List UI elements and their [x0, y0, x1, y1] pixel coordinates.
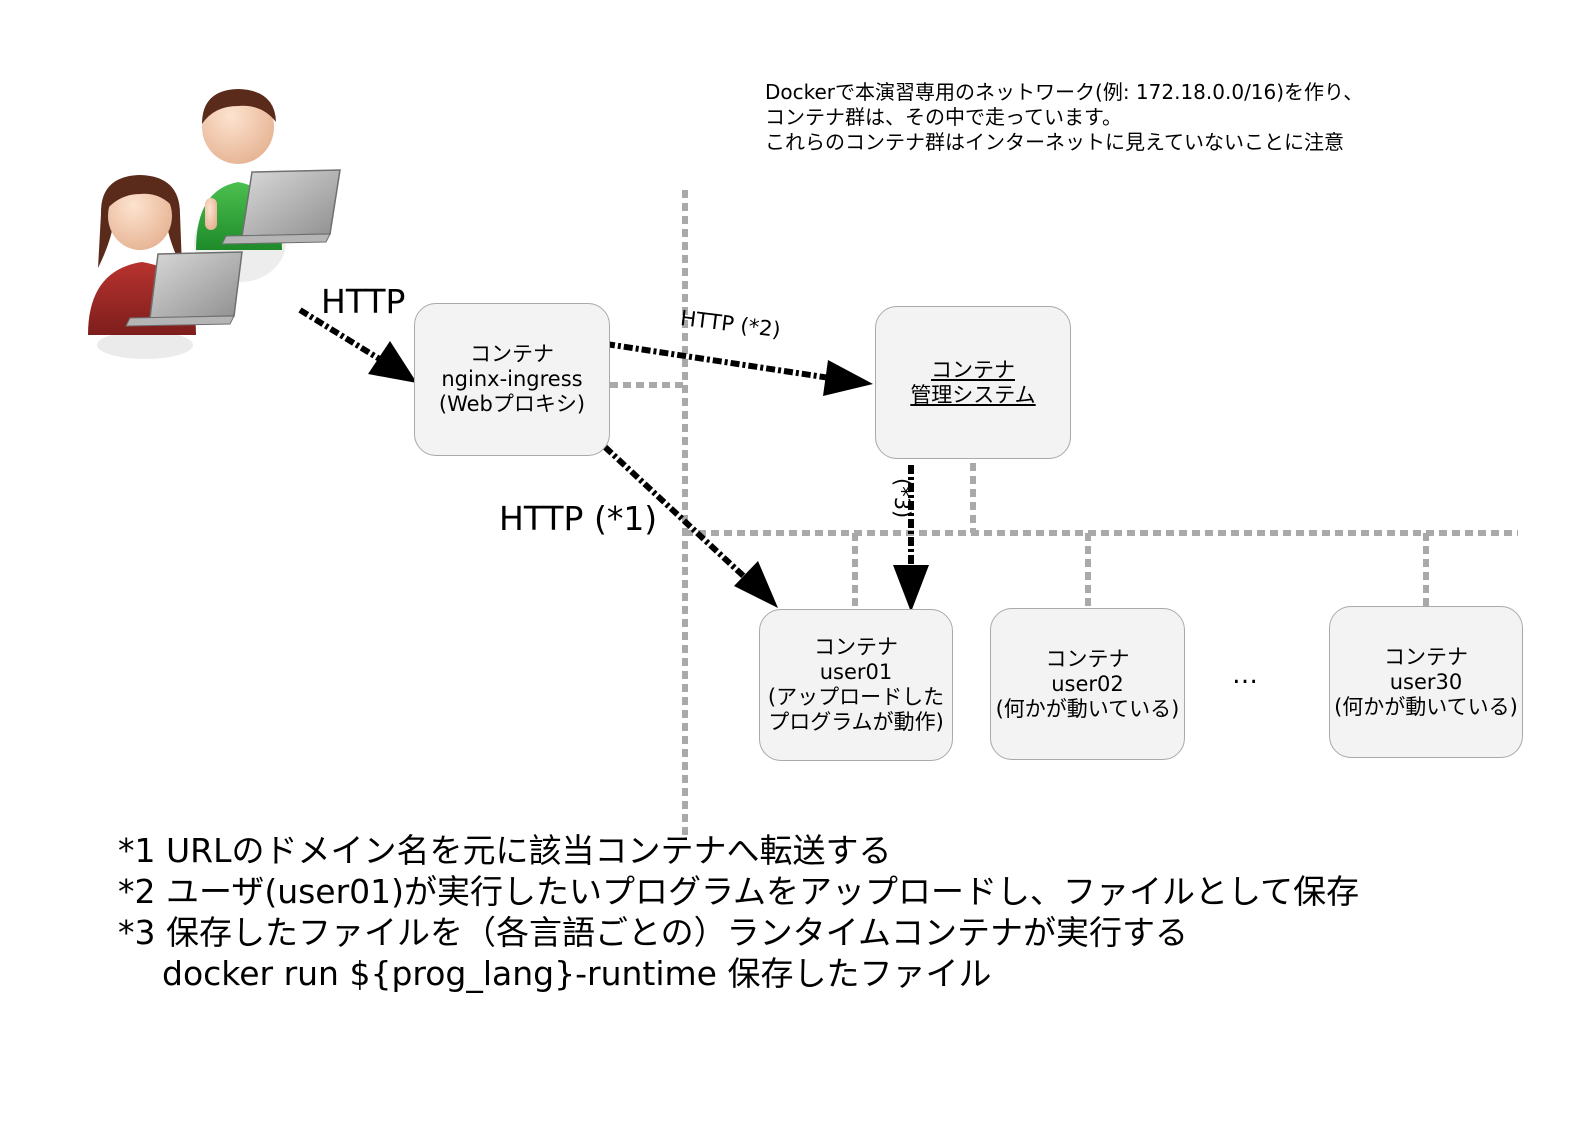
node-user01: コンテナ user01 (アップロードした プログラムが動作): [759, 609, 953, 761]
node-user30-line: (何かが動いている): [1334, 694, 1518, 719]
node-user30: コンテナ user30 (何かが動いている): [1329, 606, 1523, 758]
node-proxy-line: nginx-ingress: [441, 367, 583, 391]
network-note: Dockerで本演習専用のネットワーク(例: 172.18.0.0/16)を作り…: [765, 80, 1363, 155]
node-ellipsis: …: [1232, 660, 1258, 690]
footnote-3-command: docker run ${prog_lang}-runtime 保存したファイル: [162, 954, 992, 993]
docker-network: [610, 190, 1518, 840]
node-manager-line: コンテナ: [931, 357, 1015, 382]
node-user01-line: プログラムが動作): [768, 710, 944, 734]
node-manager-line: 管理システム: [910, 382, 1036, 407]
node-user30-line: コンテナ: [1384, 644, 1468, 669]
arrow-user-to-proxy: [298, 307, 417, 383]
node-proxy: コンテナ nginx-ingress (Webプロキシ): [414, 303, 610, 456]
node-user02: コンテナ user02 (何かが動いている): [990, 608, 1185, 760]
node-user30-line: user30: [1389, 669, 1463, 694]
network-note-line: コンテナ群は、その中で走っています。: [765, 105, 1122, 129]
footnote-1: *1 URLのドメイン名を元に該当コンテナへ転送する: [118, 831, 892, 870]
network-note-line: これらのコンテナ群はインターネットに見えていないことに注意: [765, 130, 1344, 154]
node-user02-line: コンテナ: [1045, 646, 1130, 671]
node-user01-line: user01: [819, 660, 893, 684]
footnote-3: *3 保存したファイルを（各言語ごとの）ランタイムコンテナが実行する: [118, 913, 1188, 952]
node-manager: コンテナ 管理システム: [875, 306, 1071, 459]
edge-label-user-to-proxy: HTTP: [321, 282, 406, 321]
node-proxy-line: コンテナ: [470, 342, 554, 366]
edge-label-proxy-to-user01: HTTP (*1): [499, 499, 658, 538]
network-note-line: Dockerで本演習専用のネットワーク(例: 172.18.0.0/16)を作り…: [765, 80, 1364, 104]
user-female-laptop-icon: [88, 175, 243, 359]
node-proxy-line: (Webプロキシ): [438, 392, 586, 416]
arrow-manager-to-user01: [893, 465, 929, 612]
node-user02-line: (何かが動いている): [995, 696, 1180, 721]
arrow-proxy-to-manager: [605, 341, 873, 396]
node-user01-line: コンテナ: [814, 635, 898, 659]
arrow-proxy-to-user01: [602, 444, 778, 608]
footnotes: *1 URLのドメイン名を元に該当コンテナへ転送する *2 ユーザ(user01…: [118, 830, 1359, 994]
node-user02-line: user02: [1051, 671, 1124, 696]
footnote-2: *2 ユーザ(user01)が実行したいプログラムをアップロードし、ファイルとし…: [118, 872, 1360, 911]
node-user01-line: (アップロードした: [767, 685, 945, 709]
edge-label-manager-to-user01: (*3): [890, 478, 914, 519]
